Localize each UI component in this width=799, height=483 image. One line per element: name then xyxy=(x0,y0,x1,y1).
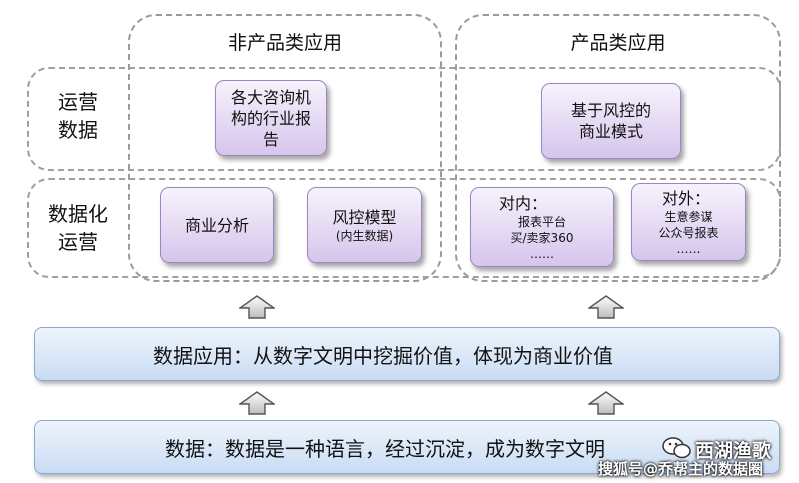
external-line1: 生意参谋 xyxy=(664,209,713,224)
risk-business-line1: 基于风控的 xyxy=(570,101,651,120)
internal-title: 对内： xyxy=(499,193,548,213)
external-line2: 公众号报表 xyxy=(658,225,719,240)
risk-model-subtitle: (内生数据) xyxy=(335,228,394,243)
operations-data-label-line1: 运营 xyxy=(58,90,98,114)
consulting-line1: 各大咨询机 xyxy=(230,87,311,107)
wechat-icon xyxy=(662,437,691,459)
operations-data-row xyxy=(27,67,781,171)
operations-data-label: 运营 数据 xyxy=(30,88,126,144)
non-product-title: 非产品类应用 xyxy=(227,32,342,54)
business-analysis-text: 商业分析 xyxy=(184,215,249,235)
business-analysis-card: 商业分析 xyxy=(160,187,274,263)
external-title: 对外： xyxy=(662,188,711,208)
data-operations-label-line2: 运营 xyxy=(58,230,98,254)
non-product-column xyxy=(128,14,442,282)
data-application-text: 数据应用：从数字文明中挖掘价值，体现为商业价值 xyxy=(153,343,613,368)
risk-business-line2: 商业模式 xyxy=(578,122,643,141)
risk-business-model-card: 基于风控的 商业模式 xyxy=(541,83,681,159)
up-arrow-icon xyxy=(239,295,275,319)
internal-line2: 买/卖家360 xyxy=(510,230,574,245)
data-operations-label-line1: 数据化 xyxy=(48,202,108,226)
up-arrow-icon xyxy=(588,295,624,319)
watermark-channel: 西湖渔歌 xyxy=(695,440,772,462)
data-foundation-bar: 数据：数据是一种语言，经过沉淀，成为数字文明 xyxy=(34,420,780,474)
up-arrow-icon xyxy=(239,391,275,415)
external-card: 对外： 生意参谋 公众号报表 …… xyxy=(631,183,746,261)
external-line3: …… xyxy=(676,241,701,256)
internal-line3: …… xyxy=(530,246,554,261)
product-title: 产品类应用 xyxy=(570,32,666,54)
risk-model-card: 风控模型 (内生数据) xyxy=(307,187,422,263)
risk-model-title: 风控模型 xyxy=(332,207,397,227)
data-foundation-text: 数据：数据是一种语言，经过沉淀，成为数字文明 xyxy=(165,436,605,461)
consulting-line2: 构的行业报 xyxy=(230,108,311,128)
data-operations-row xyxy=(27,178,781,278)
data-operations-label: 数据化 运营 xyxy=(30,200,126,256)
internal-line1: 报表平台 xyxy=(517,214,566,229)
up-arrow-icon xyxy=(588,391,624,415)
operations-data-label-line2: 数据 xyxy=(58,118,98,142)
consulting-line3: 告 xyxy=(262,129,279,149)
internal-card: 对内： 报表平台 买/卖家360 …… xyxy=(470,187,614,267)
consulting-reports-card: 各大咨询机 构的行业报 告 xyxy=(215,80,327,156)
data-application-bar: 数据应用：从数字文明中挖掘价值，体现为商业价值 xyxy=(34,327,780,381)
watermark-source: 搜狐号@乔帮主的数据圈 xyxy=(598,460,764,478)
